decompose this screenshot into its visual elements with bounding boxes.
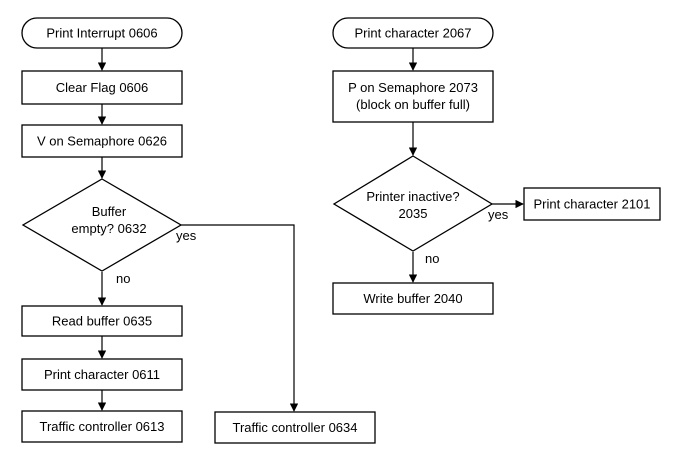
node-label-line-1: Buffer: [92, 204, 127, 219]
edge-labels: yes no yes no: [116, 207, 509, 286]
node-label: Print character 0611: [44, 367, 160, 382]
node-traffic-controller-0613: Traffic controller 0613: [21, 410, 183, 443]
node-print-character-2067: Print character 2067: [332, 17, 494, 49]
node-label: Print character 2067: [354, 26, 471, 41]
node-label-line-2: 2035: [399, 206, 428, 221]
edge-label-no-buffer-empty: no: [116, 271, 130, 286]
node-printer-inactive-decision: Printer inactive? 2035: [332, 155, 494, 252]
node-label: Print Interrupt 0606: [46, 26, 157, 41]
node-label-line-1: Printer inactive?: [366, 189, 459, 204]
node-label-line-1: P on Semaphore 2073: [348, 80, 478, 95]
node-traffic-controller-0634: Traffic controller 0634: [214, 411, 376, 444]
node-buffer-empty-decision: Buffer empty? 0632: [21, 178, 183, 272]
edge-label-yes-buffer-empty: yes: [176, 228, 197, 243]
node-label: V on Semaphore 0626: [37, 134, 167, 149]
edges: [97, 48, 524, 412]
edge-buffer-empty-yes-to-traffic-0634: [181, 224, 299, 412]
node-label: Write buffer 2040: [363, 291, 462, 306]
node-read-buffer: Read buffer 0635: [21, 305, 183, 337]
node-label-line-2: empty? 0632: [71, 221, 146, 236]
node-print-character-2101: Print character 2101: [523, 187, 661, 221]
node-p-semaphore: P on Semaphore 2073 (block on buffer ful…: [332, 70, 494, 123]
node-label-line-2: (block on buffer full): [356, 97, 470, 112]
node-label: Traffic controller 0613: [39, 419, 164, 434]
edge-label-no-printer-inactive: no: [425, 251, 439, 266]
node-label: Read buffer 0635: [52, 314, 152, 329]
node-label: Traffic controller 0634: [232, 420, 357, 435]
node-v-semaphore: V on Semaphore 0626: [21, 124, 183, 158]
node-label: Print character 2101: [533, 197, 650, 212]
node-clear-flag: Clear Flag 0606: [21, 70, 183, 105]
node-print-character-0611: Print character 0611: [21, 358, 183, 391]
edge-label-yes-printer-inactive: yes: [488, 207, 509, 222]
node-label: Clear Flag 0606: [56, 80, 149, 95]
node-write-buffer: Write buffer 2040: [332, 282, 494, 315]
node-print-interrupt: Print Interrupt 0606: [21, 17, 183, 49]
